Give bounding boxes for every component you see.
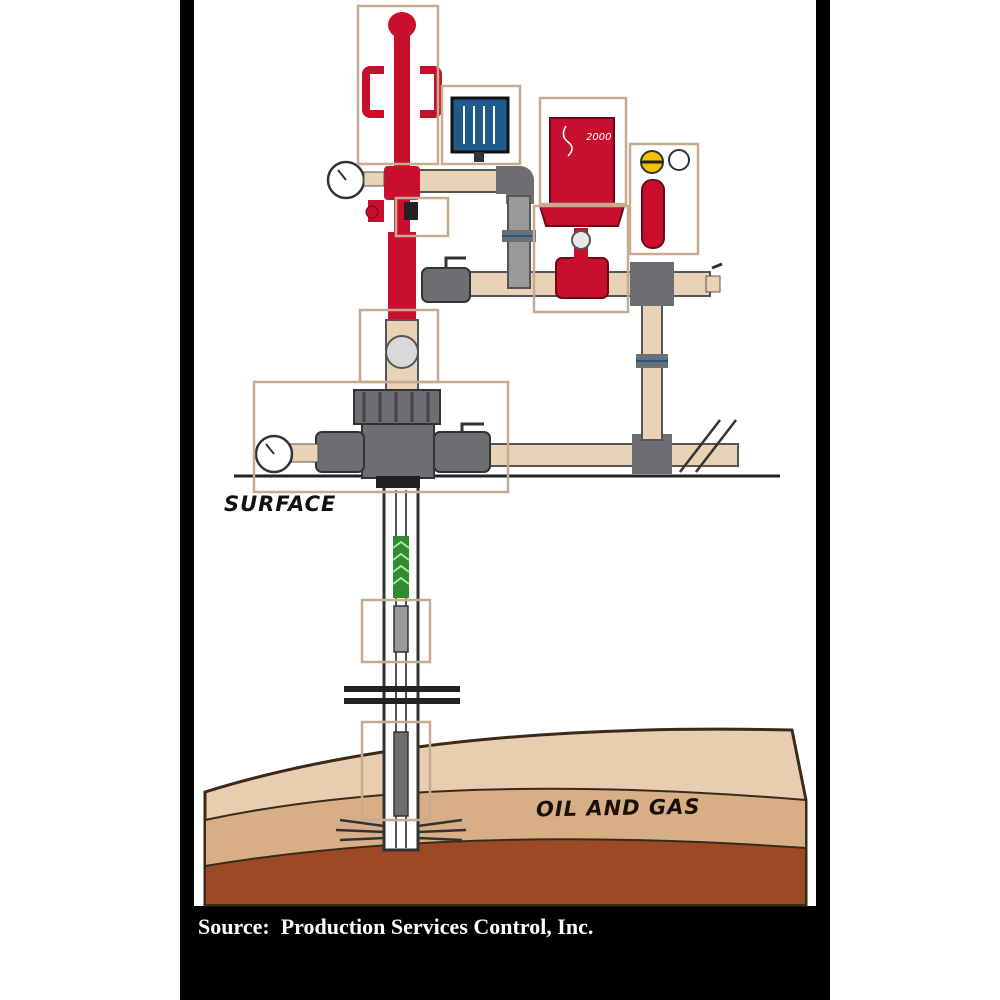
elbow-fitting: [496, 166, 534, 204]
pipe-break-2: [695, 419, 737, 473]
box-wellhead: [252, 380, 510, 494]
flange-bolts: [362, 392, 430, 422]
box-plunger: [360, 598, 432, 664]
surface-label: SURFACE: [224, 492, 337, 516]
box-bottom-hole: [360, 720, 432, 822]
packer-lower: [344, 698, 460, 704]
drain-valve-body: [705, 275, 721, 293]
casing-gauge-needle: [265, 443, 275, 455]
flow-valve-body: [421, 267, 471, 303]
box-motor-valve: [532, 204, 630, 314]
controller-box: [549, 117, 615, 205]
box-catcher: [394, 196, 450, 238]
gauge-top-valve: [363, 171, 385, 187]
flow-valve-handle: [444, 256, 466, 268]
oil-and-gas-label: OIL AND GAS: [535, 794, 701, 822]
catcher-plug: [404, 202, 418, 220]
tee-fitting-upper: [630, 262, 674, 306]
controller-text: 2000: [586, 132, 611, 143]
wellhead-base: [376, 476, 420, 488]
solar-panel-post: [474, 152, 484, 162]
solar-panel: [450, 96, 510, 154]
motor-valve-diaphragm: [538, 205, 626, 227]
motor-valve-wheel: [571, 230, 591, 250]
formation-bottom-layer: [204, 838, 807, 906]
left-wing-pipe: [289, 443, 319, 463]
perforation-fractures: [335, 818, 467, 842]
lubricator-lower: [388, 232, 416, 320]
controller-logo: [562, 125, 573, 157]
plunger-tool: [393, 605, 409, 653]
bottom-hole-tool: [393, 731, 409, 817]
right-border: [816, 0, 830, 1000]
box-controller: [538, 96, 628, 206]
right-wing-handle: [460, 422, 484, 432]
drain-valve-handle: [711, 262, 723, 270]
red-tank: [641, 179, 665, 249]
packer-upper: [344, 686, 460, 692]
master-valve-ball: [385, 335, 419, 369]
pipe-break-1: [679, 419, 721, 473]
box-tank-gauge: [628, 142, 700, 256]
highlight-boxes: [252, 4, 700, 822]
lubricator-side-handle: [365, 205, 379, 219]
lubricator-catcher: [384, 166, 420, 200]
gauge-top-needle: [337, 169, 347, 181]
box-solar-panel: [440, 84, 522, 166]
motor-valve-body: [555, 257, 609, 299]
pressure-gauge-right: [668, 149, 690, 171]
left-wing-valve: [315, 431, 365, 473]
wellhead-body: [361, 423, 435, 479]
right-wing-valve: [433, 431, 491, 473]
chevron-marks: [392, 540, 410, 585]
caption-bar: [180, 906, 830, 1000]
source-caption: Source: Production Services Control, Inc…: [198, 914, 594, 939]
left-border: [180, 0, 194, 1000]
flow-line-surface: [489, 443, 739, 467]
box-lubricator: [356, 4, 440, 166]
solar-panel-grid: [463, 106, 495, 144]
